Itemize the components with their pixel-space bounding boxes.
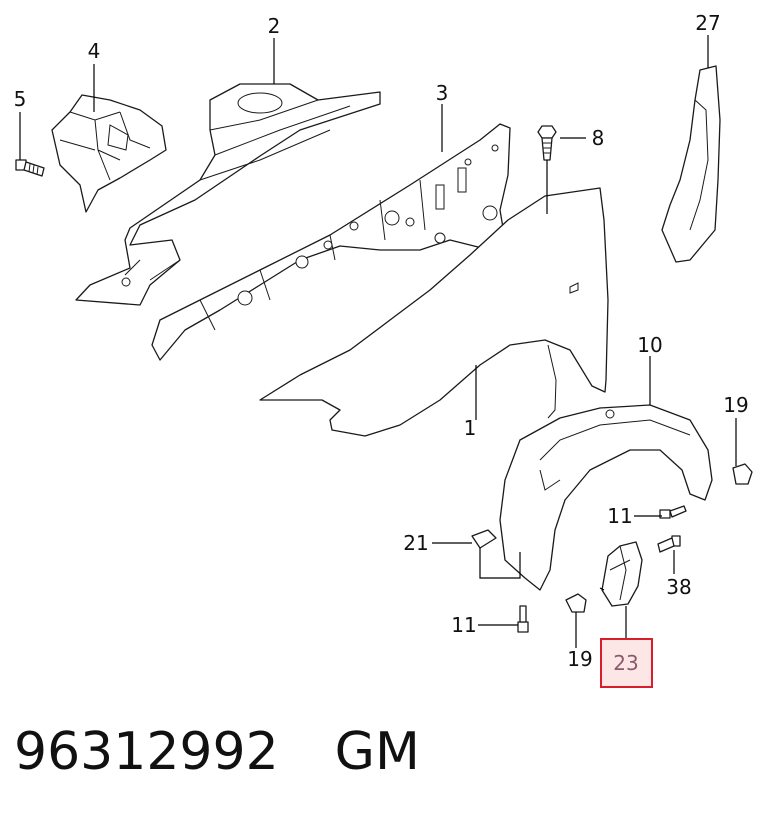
bolt-part-8 — [537, 125, 557, 161]
callout-5: 5 — [14, 87, 27, 111]
footer: 96312992 GM — [14, 722, 420, 782]
callout-4: 4 — [88, 39, 101, 63]
part-number: 96312992 — [14, 722, 279, 782]
clip-part-21 — [471, 529, 497, 549]
bracket-part-23 — [601, 541, 643, 607]
bolt-part-38 — [657, 535, 681, 553]
callout-8: 8 — [592, 126, 605, 150]
bracket-part-4 — [51, 94, 167, 213]
callout-21: 21 — [403, 531, 428, 555]
callout-11-upper: 11 — [607, 504, 632, 528]
fender-part-1 — [259, 187, 609, 437]
wheelhouse-liner-part-10 — [499, 404, 713, 591]
highlight-box-23 — [600, 638, 653, 688]
callout-11-lower: 11 — [451, 613, 476, 637]
leader-lines — [19, 35, 737, 648]
trim-part-27 — [661, 65, 721, 263]
rail-part-2 — [75, 83, 381, 306]
screw-part-11-lower — [517, 605, 529, 633]
callout-23: 23 — [613, 651, 638, 675]
callout-1: 1 — [464, 416, 477, 440]
clip-part-19-lower — [565, 593, 587, 613]
callout-19-lower: 19 — [567, 647, 592, 671]
bolt-part-5 — [15, 159, 45, 177]
callout-3: 3 — [436, 81, 449, 105]
callout-2: 2 — [268, 14, 281, 38]
clip-part-19-upper — [732, 463, 753, 485]
screw-part-11-upper — [659, 505, 687, 519]
callout-10: 10 — [637, 333, 662, 357]
callout-27: 27 — [695, 11, 720, 35]
brand-name: GM — [334, 722, 420, 782]
callout-38: 38 — [666, 575, 691, 599]
callout-19-upper: 19 — [723, 393, 748, 417]
